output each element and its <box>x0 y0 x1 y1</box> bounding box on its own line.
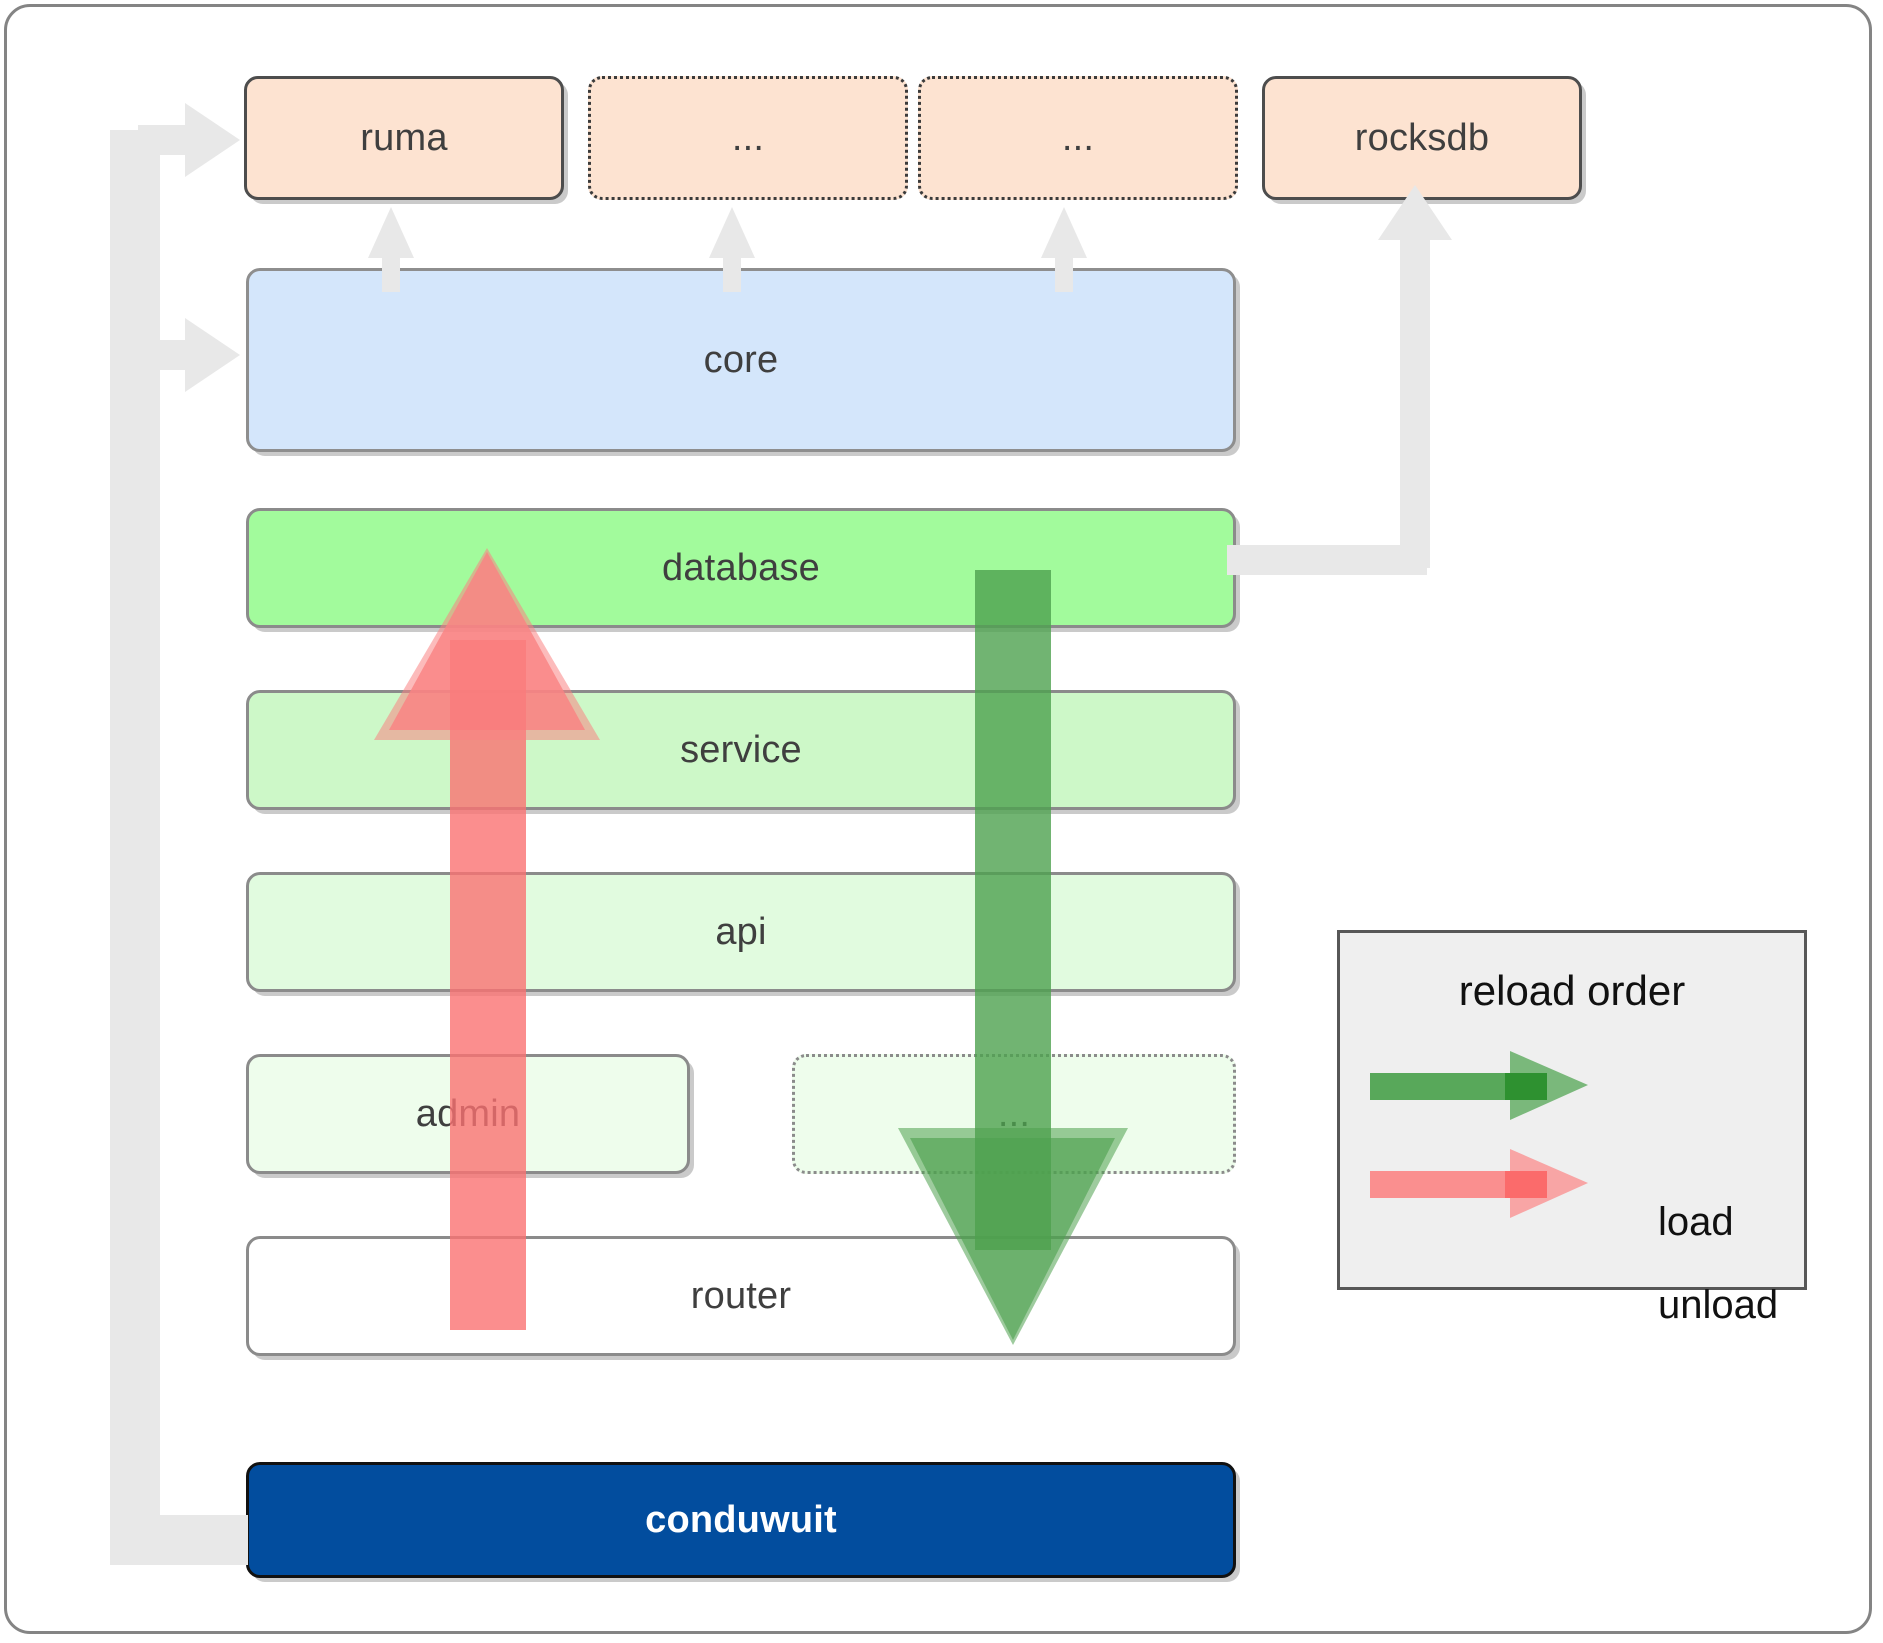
legend-label-load: load <box>1658 1200 1734 1244</box>
legend-arrow-swatches <box>1370 1051 1588 1218</box>
legend-label-unload: unload <box>1658 1283 1779 1327</box>
legend-title: reload order <box>1458 967 1686 1014</box>
legend-swatch-load <box>1370 1051 1588 1120</box>
legend-swatch-unload <box>1370 1149 1588 1218</box>
legend-panel: reload order load unload <box>1337 930 1807 1327</box>
unload-arrow <box>374 548 600 1330</box>
load-arrow <box>898 570 1128 1345</box>
